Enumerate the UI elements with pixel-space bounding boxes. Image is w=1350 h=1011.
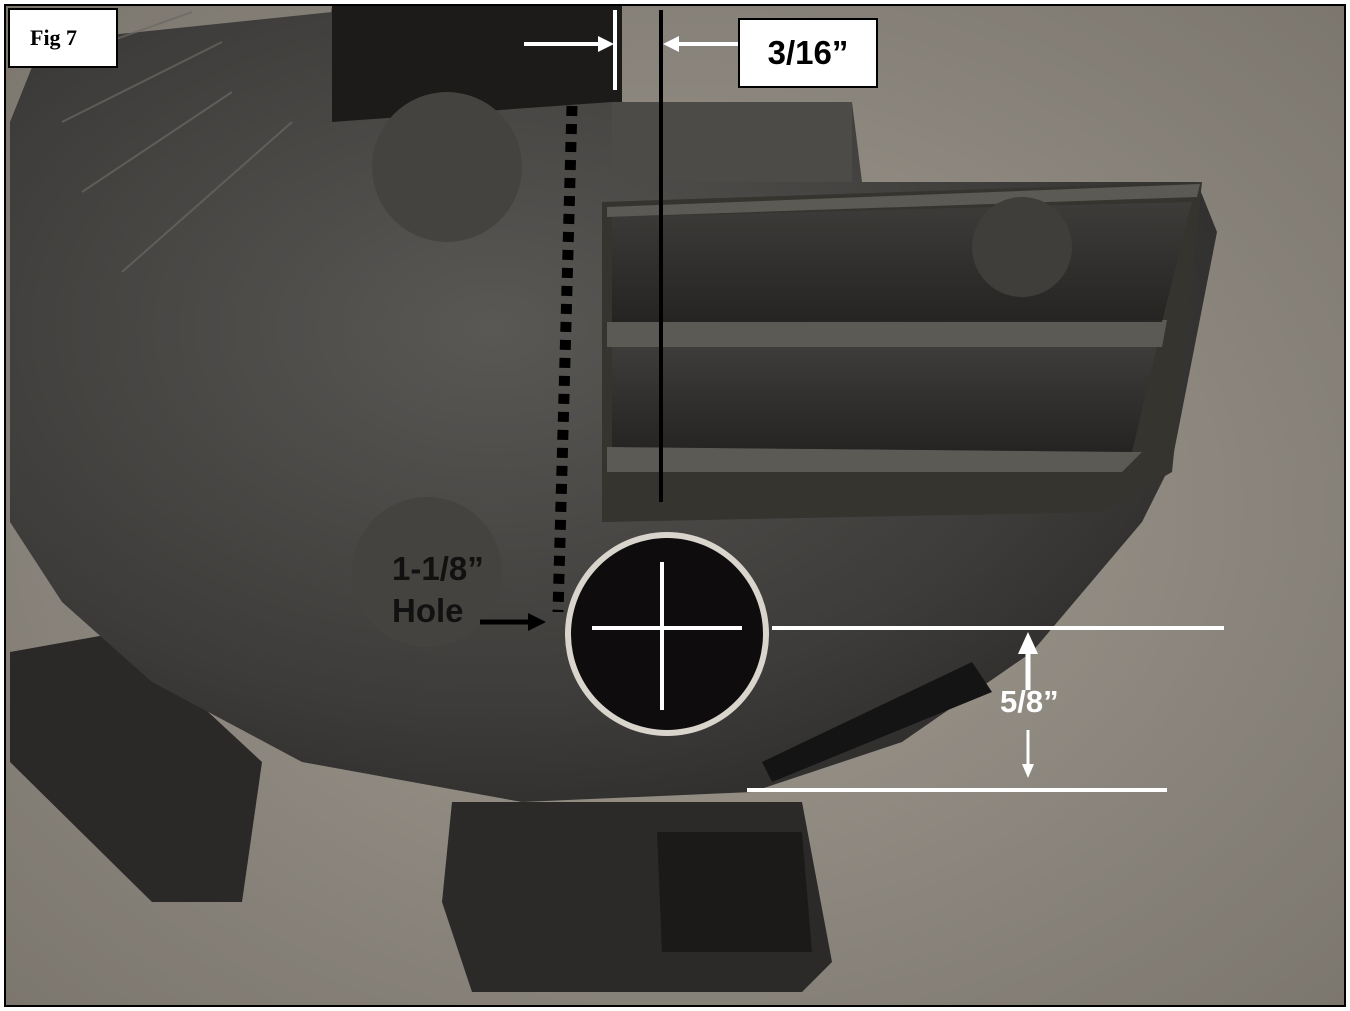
arrowhead <box>1018 632 1038 654</box>
photo-illustration <box>6 6 1344 1005</box>
arrowhead <box>1022 764 1034 778</box>
depth-dimension-label: 5/8” <box>1000 684 1059 719</box>
arrowhead <box>598 36 614 52</box>
left-lower-tab <box>10 632 262 902</box>
fin-gap <box>612 202 1192 322</box>
photo <box>4 4 1346 1007</box>
fin <box>607 320 1167 347</box>
top-opening <box>322 6 622 122</box>
hole-word: Hole <box>392 592 464 629</box>
ejector-mark <box>372 92 522 242</box>
offset-dimension-label: 3/16” <box>738 18 878 88</box>
fin <box>607 184 1200 217</box>
drilled-hole <box>571 538 763 730</box>
raised-block <box>612 102 852 182</box>
bracket-slot <box>657 832 812 952</box>
dotted-guide-line <box>552 105 578 613</box>
fin <box>607 447 1142 472</box>
figure-label: Fig 7 <box>8 8 118 68</box>
ejector-mark <box>972 197 1072 297</box>
hole-size-value: 1-1/8” <box>392 550 484 587</box>
ejector-mark <box>352 497 502 647</box>
arrowhead <box>528 613 546 631</box>
arrowhead <box>663 36 679 52</box>
fin-gap <box>612 347 1157 452</box>
hole-size-label: 1-1/8” Hole <box>392 548 484 632</box>
ledge-strip <box>762 662 992 782</box>
